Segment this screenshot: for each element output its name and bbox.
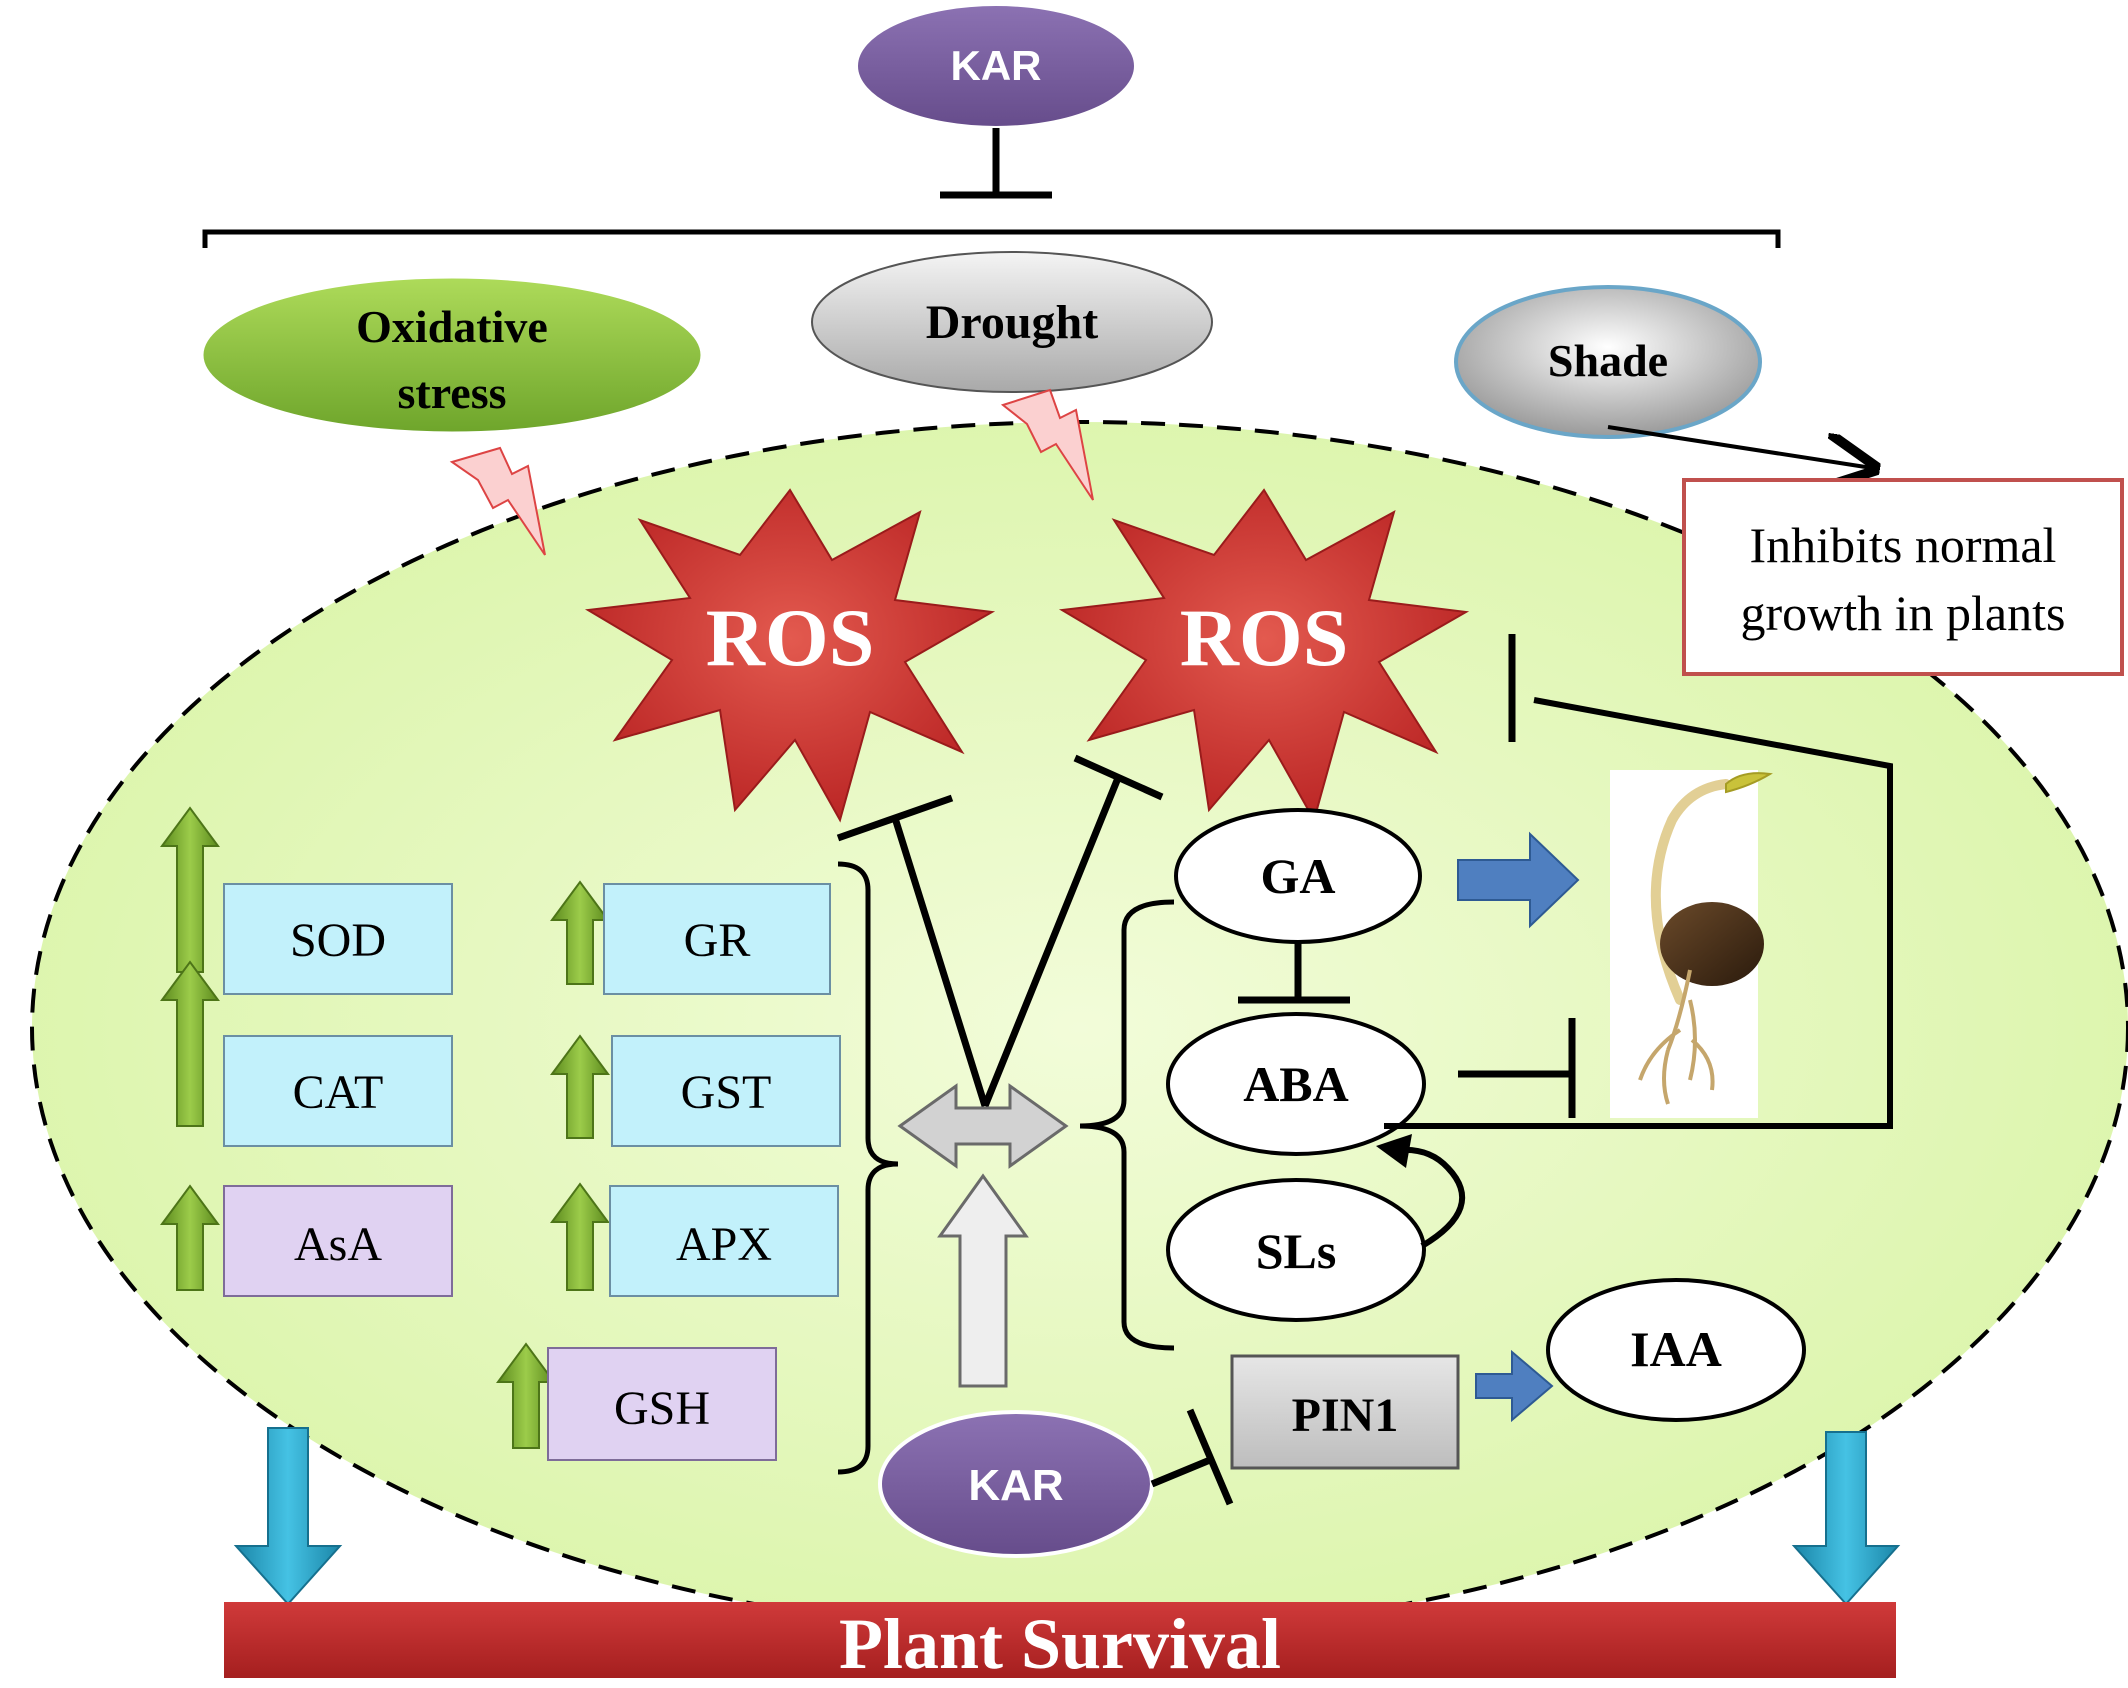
up-arrow-icon <box>550 880 610 985</box>
top-inhibition-bar <box>940 128 1052 199</box>
pin1-node: PIN1 <box>1230 1354 1460 1470</box>
ros-burst-right: ROS <box>1058 488 1470 823</box>
down-arrow-icon <box>233 1427 343 1606</box>
iaa-node: IAA <box>1546 1278 1806 1422</box>
enzyme-column-left: SOD CAT AsA <box>160 806 453 1297</box>
germinating-seedling-image <box>1610 770 1773 1118</box>
ros-burst-left: ROS <box>584 488 996 823</box>
plant-survival-bar: Plant Survival <box>224 1602 1896 1684</box>
shade-arrow <box>1607 425 1872 468</box>
asa-label: AsA <box>294 1218 382 1271</box>
shade-node: Shade <box>1454 285 1762 439</box>
aba-node: ABA <box>1166 1012 1426 1156</box>
stressor-bracket <box>202 229 1781 248</box>
up-hollow-arrow-icon <box>937 1173 1029 1388</box>
enzyme-gsh: GSH <box>496 1342 777 1461</box>
top-kar-node: KAR <box>854 2 1138 130</box>
bottom-kar-node: KAR <box>878 1410 1154 1558</box>
inhibits-growth-box: Inhibits normal growth in plants <box>1682 478 2124 676</box>
enzyme-group-brace <box>837 861 899 1475</box>
aba-growth-inhibition-loop <box>1384 697 1893 1129</box>
ros-inhibition-lines <box>836 754 1164 1108</box>
lightning-bolt-icon <box>1000 388 1094 501</box>
enzyme-gst: GST <box>550 1034 841 1147</box>
up-arrow-icon <box>160 806 220 973</box>
gsh-label: GSH <box>614 1382 710 1435</box>
sod-label: SOD <box>290 914 386 967</box>
bidirectional-arrow-icon <box>897 1083 1069 1169</box>
hormone-group-brace <box>1079 899 1175 1351</box>
enzyme-cat: CAT <box>160 960 453 1147</box>
enzyme-column-right: GR GST APX GSH <box>496 880 841 1461</box>
up-arrow-icon <box>160 1184 220 1291</box>
aba-seedling-inhibition <box>1458 1018 1576 1118</box>
oxidative-label-line2: stress <box>397 367 506 418</box>
gr-label: GR <box>684 914 751 967</box>
plant-survival-label: Plant Survival <box>839 1604 1281 1684</box>
up-arrow-icon <box>550 1034 610 1139</box>
aba-label: ABA <box>1243 1056 1349 1112</box>
ga-to-seedling-arrow <box>1457 831 1580 929</box>
gst-label: GST <box>681 1066 772 1119</box>
enzyme-apx: APX <box>550 1182 839 1297</box>
ros-label-right: ROS <box>1180 592 1349 683</box>
up-arrow-icon <box>496 1342 556 1449</box>
drought-node: Drought <box>811 251 1213 393</box>
iaa-label: IAA <box>1630 1321 1722 1377</box>
pin1-label: PIN1 <box>1292 1389 1399 1442</box>
inhibits-label-line1: Inhibits normal <box>1750 517 2057 573</box>
up-arrow-icon <box>160 960 220 1127</box>
sls-node: SLs <box>1166 1178 1426 1322</box>
ros-label-left: ROS <box>706 592 875 683</box>
ga-aba-inhibition <box>1238 942 1350 1004</box>
sls-to-aba-arrow <box>1399 1146 1466 1249</box>
inhibits-label-line2: growth in plants <box>1741 585 2066 641</box>
kar-pin1-inhibition <box>1150 1408 1234 1506</box>
enzyme-asa: AsA <box>160 1184 453 1297</box>
bottom-kar-label: KAR <box>968 1461 1063 1510</box>
pin1-to-iaa-arrow <box>1475 1349 1554 1423</box>
sls-label: SLs <box>1256 1223 1337 1279</box>
arrowhead-icon <box>1376 1134 1412 1168</box>
top-kar-label: KAR <box>951 42 1042 89</box>
enzyme-gr: GR <box>550 880 831 995</box>
enzyme-sod: SOD <box>160 806 453 995</box>
down-arrow-icon <box>1791 1431 1901 1606</box>
apx-label: APX <box>676 1218 772 1271</box>
oxidative-stress-node: Oxidative stress <box>200 275 704 435</box>
drought-label: Drought <box>926 296 1098 349</box>
oxidative-label-line1: Oxidative <box>356 301 548 352</box>
ga-label: GA <box>1261 848 1336 904</box>
shade-label: Shade <box>1548 335 1668 386</box>
up-arrow-icon <box>550 1182 610 1291</box>
ga-node: GA <box>1174 808 1422 944</box>
lightning-bolt-icon <box>449 446 546 556</box>
cat-label: CAT <box>293 1066 384 1119</box>
